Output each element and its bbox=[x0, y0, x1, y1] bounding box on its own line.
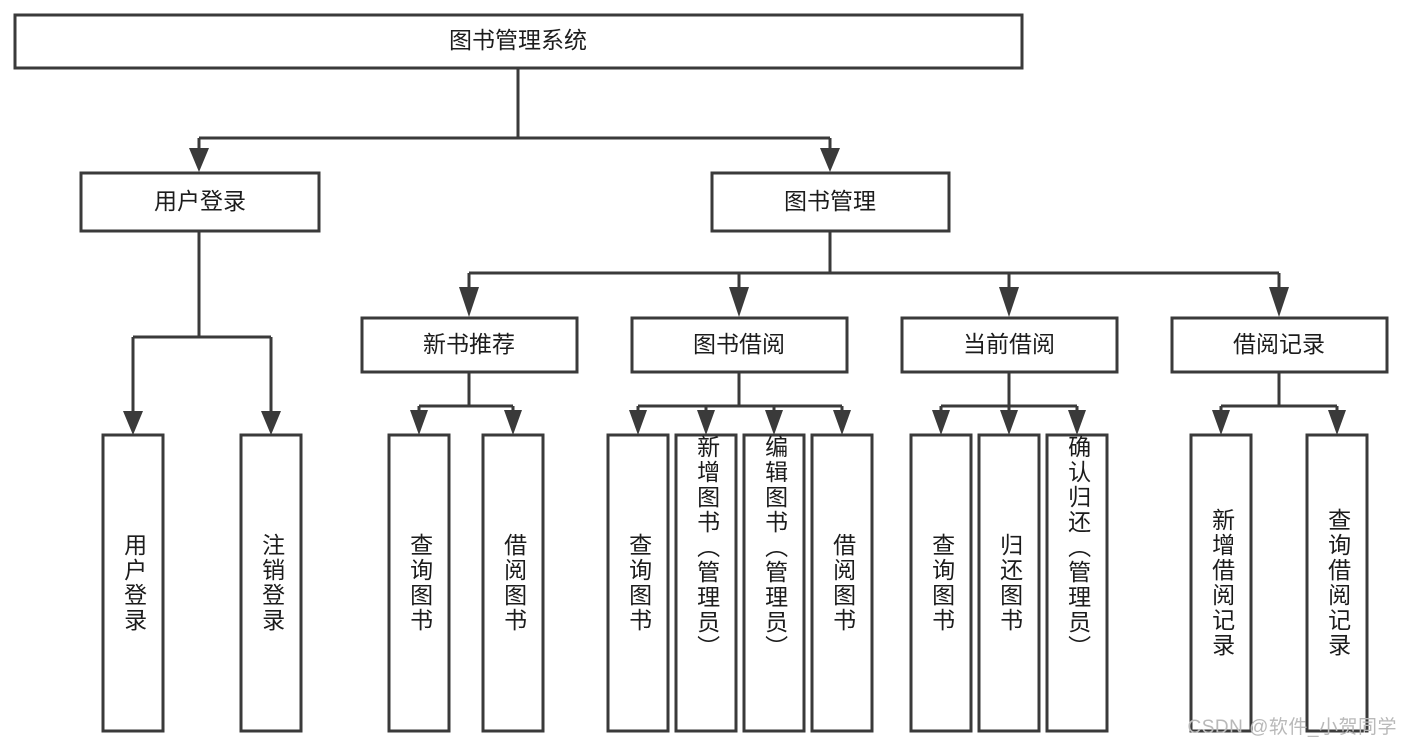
node-leaf-user-logout-box[interactable] bbox=[239, 433, 303, 733]
node-layer: 图书管理系统 用户登录 图书管理 新书推荐 图书借阅 当前借阅 借阅记录 bbox=[13, 13, 1389, 733]
arrow-bookmgmt-to-borrow bbox=[729, 287, 749, 317]
arrow-current-leaf-2 bbox=[1000, 410, 1018, 435]
arrow-borrow-leaf-3 bbox=[765, 410, 783, 435]
arrow-record-leaf-2 bbox=[1328, 410, 1346, 435]
node-root-label: 图书管理系统 bbox=[449, 27, 587, 53]
node-leaf-record-add-box[interactable] bbox=[1189, 433, 1253, 733]
arrow-userlogin-leaf-1 bbox=[123, 411, 143, 435]
node-book-management-label: 图书管理 bbox=[784, 188, 876, 214]
node-user-login-label: 用户登录 bbox=[154, 188, 246, 214]
node-new-book-recommend-label: 新书推荐 bbox=[423, 331, 515, 357]
node-book-borrow-label: 图书借阅 bbox=[693, 331, 785, 357]
node-user-login-box[interactable] bbox=[79, 171, 321, 233]
arrow-bookmgmt-to-record bbox=[1269, 287, 1289, 317]
node-current-borrow-box[interactable] bbox=[900, 316, 1119, 374]
node-book-borrow-box[interactable] bbox=[630, 316, 849, 374]
node-borrow-record-label: 借阅记录 bbox=[1233, 331, 1325, 357]
arrow-bookmgmt-to-newbook bbox=[459, 287, 479, 317]
arrow-root-to-userlogin bbox=[189, 148, 209, 172]
arrow-record-leaf-1 bbox=[1212, 410, 1230, 435]
arrow-bookmgmt-to-current bbox=[999, 287, 1019, 317]
arrow-current-leaf-1 bbox=[932, 410, 950, 435]
node-new-book-recommend-box[interactable] bbox=[360, 316, 579, 374]
arrow-userlogin-leaf-2 bbox=[261, 411, 281, 435]
node-leaf-borrow-add-box[interactable] bbox=[674, 433, 738, 733]
watermark-text: CSDN @软件_小贺同学 bbox=[1187, 717, 1397, 738]
arrow-current-leaf-3 bbox=[1068, 410, 1086, 435]
node-leaf-record-query-box[interactable] bbox=[1305, 433, 1369, 733]
node-leaf-newbook-borrow-box[interactable] bbox=[481, 433, 545, 733]
arrow-root-to-bookmgmt bbox=[820, 148, 840, 172]
node-leaf-borrow-lend-box[interactable] bbox=[810, 433, 874, 733]
connector-layer bbox=[123, 68, 1346, 435]
arrow-newbook-leaf-2 bbox=[504, 410, 522, 435]
node-leaf-borrow-query-box[interactable] bbox=[606, 433, 670, 733]
node-borrow-record-box[interactable] bbox=[1170, 316, 1389, 374]
node-leaf-borrow-edit-box[interactable] bbox=[742, 433, 806, 733]
node-root-box[interactable] bbox=[13, 13, 1024, 70]
node-leaf-current-confirm-box[interactable] bbox=[1045, 433, 1109, 733]
arrow-newbook-leaf-1 bbox=[410, 410, 428, 435]
arrow-borrow-leaf-4 bbox=[833, 410, 851, 435]
node-leaf-newbook-query-box[interactable] bbox=[387, 433, 451, 733]
node-leaf-current-return-box[interactable] bbox=[977, 433, 1041, 733]
node-current-borrow-label: 当前借阅 bbox=[963, 331, 1055, 357]
node-book-management-box[interactable] bbox=[710, 171, 951, 233]
node-leaf-current-query-box[interactable] bbox=[909, 433, 973, 733]
arrow-borrow-leaf-1 bbox=[629, 410, 647, 435]
node-leaf-user-login-box[interactable] bbox=[101, 433, 165, 733]
arrow-borrow-leaf-2 bbox=[697, 410, 715, 435]
